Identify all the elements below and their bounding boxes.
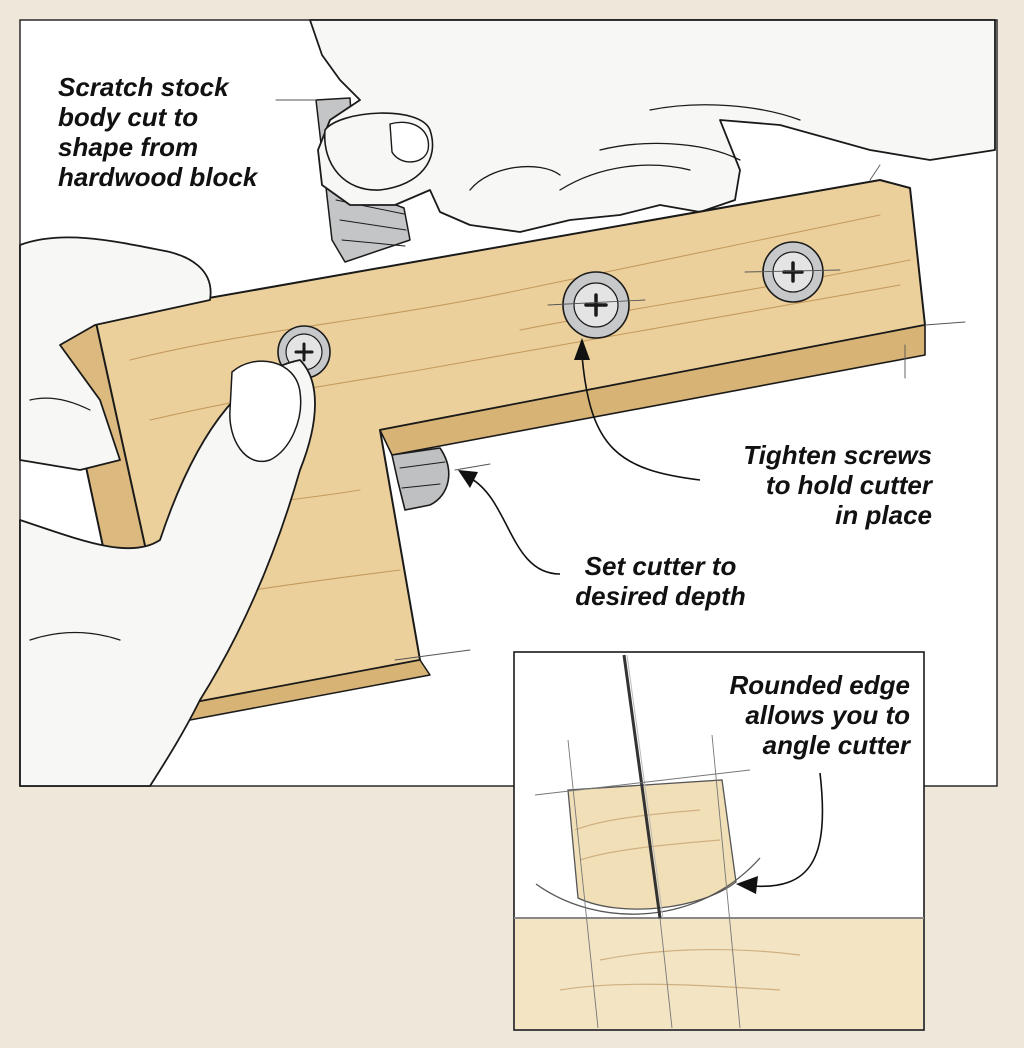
cutter-tip-lines <box>399 461 446 489</box>
left-hand-lines <box>29 397 121 641</box>
label-rounded-edge: Rounded edge allows you to angle cutter <box>729 670 910 760</box>
screw-right <box>762 241 824 303</box>
screws-arrowhead <box>574 338 590 360</box>
leader-arrows <box>469 354 701 575</box>
label-body-cut: Scratch stock body cut to shape from har… <box>58 72 258 192</box>
label-tighten-screws: Tighten screws to hold cutter in place <box>743 440 932 530</box>
main-artwork <box>19 19 996 787</box>
cutter-arrowhead <box>458 470 478 488</box>
screw-middle <box>562 271 630 339</box>
inset-panel <box>513 651 925 1031</box>
top-hand <box>309 19 996 233</box>
left-fingers <box>19 236 212 471</box>
label-set-cutter: Set cutter to desired depth <box>575 551 746 611</box>
left-thumb-hand <box>19 359 316 787</box>
cutter-leader <box>469 477 561 575</box>
top-thumbnail <box>389 121 430 163</box>
tick-lines <box>275 99 966 661</box>
left-thumbnail <box>229 360 302 463</box>
screws-leader <box>581 354 701 481</box>
wood-arm-underside <box>379 324 926 456</box>
top-finger-lines <box>469 104 801 191</box>
